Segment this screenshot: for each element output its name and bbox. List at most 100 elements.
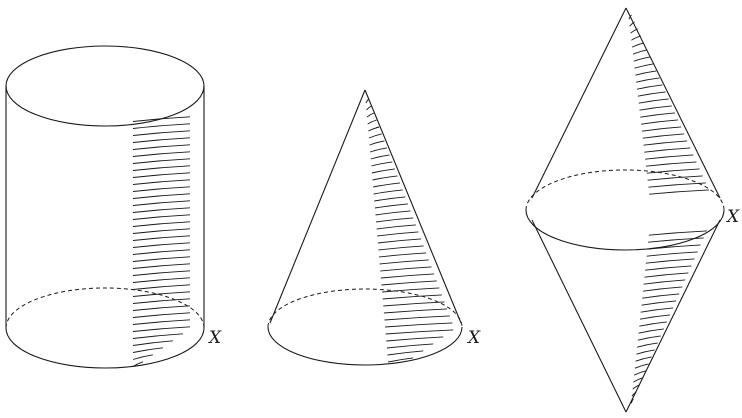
cylinder-hatch-line: [132, 298, 191, 304]
cone-left-side: [269, 89, 366, 324]
cone-hatch-line: [379, 259, 429, 265]
double-cone-hatch-line: [634, 63, 654, 69]
double-cone-hatching: [628, 14, 709, 404]
double-cone-hatch-line: [633, 56, 651, 62]
double-cone-hatch-line: [637, 335, 661, 341]
double-cone-hatch-line: [638, 328, 664, 334]
cylinder-hatch-line: [132, 340, 173, 346]
cone-hatch-line: [383, 308, 448, 314]
double-cone-hatch-line: [633, 370, 646, 376]
cylinder-hatch-line: [132, 200, 191, 206]
cylinder-hatch-line: [132, 186, 191, 192]
cylinder-hatch-line: [132, 130, 191, 136]
cone-hatch-line: [380, 266, 432, 272]
double-cone-hatch-line: [631, 42, 645, 48]
cylinder-hatch-line: [132, 123, 191, 129]
cylinder-hatch-line: [132, 165, 191, 171]
cone-hatch-line: [371, 161, 393, 167]
double-cone-hatch-line: [643, 279, 686, 285]
double-cone-hatch-line: [647, 237, 704, 243]
cylinder-hatch-line: [132, 228, 191, 234]
cone-hatch-line: [381, 280, 437, 286]
cylinder-hatch-line: [132, 116, 191, 122]
cone-hatching: [365, 98, 454, 363]
cone-hatch-line: [368, 133, 382, 139]
double-cone-hatch-line: [639, 321, 667, 327]
double-cone: X: [525, 7, 740, 413]
cylinder-hatch-line: [132, 333, 183, 339]
cone-hatch-line: [387, 350, 424, 356]
cylinder-hatch-line: [132, 137, 191, 143]
cone-hatch-line: [382, 294, 442, 300]
double-cone-axis-label: X: [725, 207, 740, 227]
cylinder-hatch-line: [132, 354, 153, 360]
double-cone-hatch-line: [646, 251, 698, 257]
double-cone-hatch-line: [642, 286, 683, 292]
double-cone-hatch-line: [647, 244, 701, 250]
cylinder-hatch-line: [132, 221, 191, 227]
cone-hatch-line: [374, 203, 408, 209]
cone-hatch-line: [383, 301, 445, 307]
cone-hatch-line: [372, 175, 398, 181]
cone-hatch-line: [367, 119, 377, 125]
cone-hatch-line: [385, 329, 454, 335]
cone-hatch-line: [365, 98, 370, 104]
cylinder-top-ellipse: [5, 45, 205, 127]
cylinder-hatch-line: [132, 291, 191, 297]
cylinder-hatch-line: [132, 361, 144, 367]
double-cone-hatch-line: [646, 168, 700, 174]
double-cone-hatch-line: [632, 384, 640, 390]
cone-hatch-line: [378, 245, 424, 251]
double-cone-hatch-line: [642, 133, 685, 139]
double-cone-lower-right-side: [625, 219, 721, 413]
double-cone-hatch-line: [640, 307, 674, 313]
double-cone-hatch-line: [636, 77, 660, 83]
double-cone-hatch-line: [642, 293, 680, 299]
cone-hatch-line: [366, 105, 372, 111]
double-cone-hatch-line: [640, 112, 675, 118]
cylinder-hatch-line: [132, 249, 191, 255]
double-cone-hatch-line: [630, 28, 638, 34]
double-cone-hatch-line: [634, 363, 649, 369]
cylinder-axis-label: X: [207, 328, 222, 348]
cone-hatch-line: [375, 210, 411, 216]
double-cone-hatch-line: [649, 189, 709, 195]
cylinder-hatch-line: [132, 270, 191, 276]
cylinder-hatching: [132, 116, 191, 367]
cylinder-hatch-line: [132, 235, 191, 241]
double-cone-hatch-line: [631, 35, 641, 41]
cone-hatch-line: [386, 343, 434, 349]
double-cone-hatch-line: [645, 265, 692, 271]
cone-hatch-line: [374, 196, 406, 202]
cone-hatch-line: [376, 217, 414, 223]
double-cone-hatch-line: [639, 314, 671, 320]
cone-axis-label: X: [466, 328, 481, 348]
cone-hatch-line: [385, 322, 453, 328]
double-cone-hatch-line: [641, 119, 679, 125]
double-cone-hatch-line: [630, 398, 634, 404]
double-cone-hatch-line: [645, 258, 695, 264]
cone-hatch-line: [373, 189, 403, 195]
cone-hatch-line: [382, 287, 440, 293]
cone-base-back-arc: [267, 288, 463, 328]
double-cone-hatch-line: [645, 161, 697, 167]
cylinder-hatch-line: [132, 193, 191, 199]
cone-hatch-line: [370, 154, 390, 160]
double-cone-hatch-line: [628, 14, 632, 20]
cone-right-side: [364, 89, 462, 324]
double-cone-hatch-line: [629, 21, 635, 27]
cone-hatch-line: [384, 315, 450, 321]
cylinder-hatch-line: [132, 284, 191, 290]
cylinder-hatch-line: [132, 158, 191, 164]
cone-hatch-line: [369, 140, 385, 146]
cylinder-bottom-back-arc: [5, 287, 205, 329]
cone-hatch-line: [366, 112, 375, 118]
cylinder: X: [5, 45, 222, 369]
cylinder-hatch-line: [132, 305, 191, 311]
cylinder-hatch-line: [132, 214, 191, 220]
double-cone-hatch-line: [636, 84, 663, 90]
cylinder-hatch-line: [132, 347, 163, 353]
cone-hatch-line: [377, 238, 422, 244]
cylinder-hatch-line: [132, 312, 191, 318]
